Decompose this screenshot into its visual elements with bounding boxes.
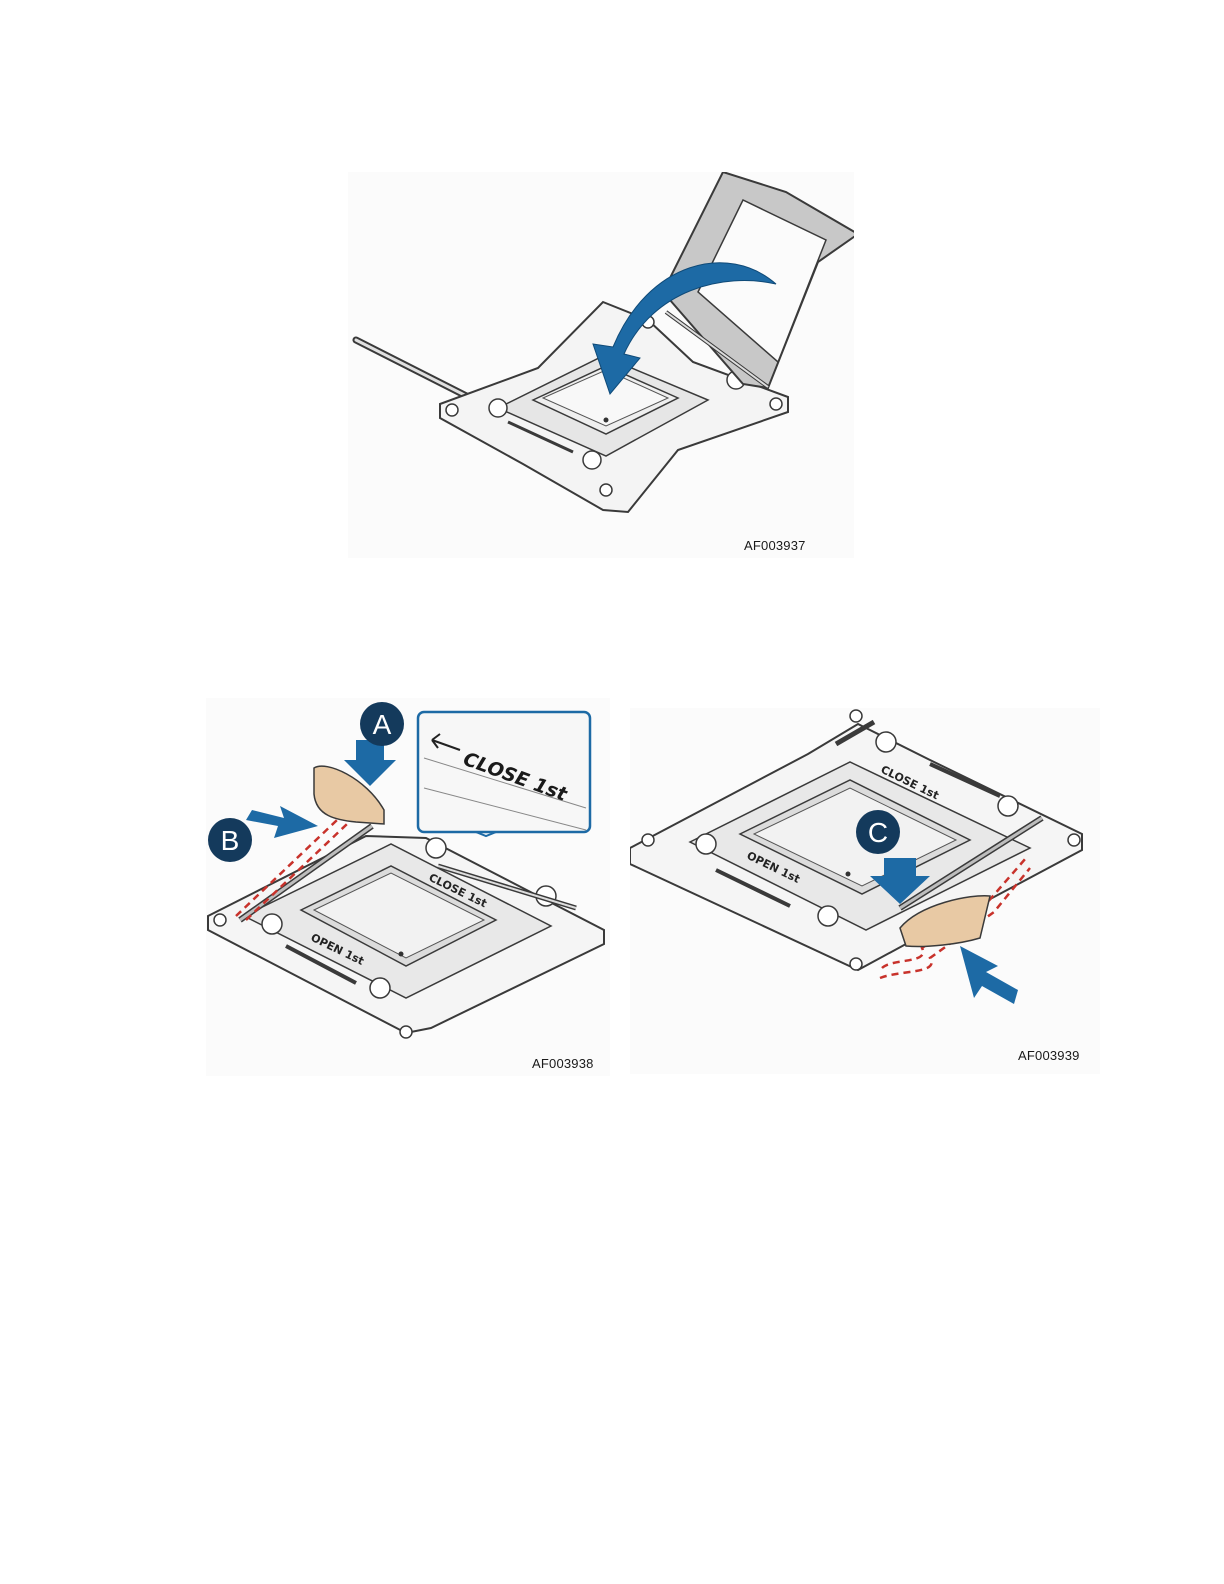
socket-illustration-1 bbox=[348, 172, 854, 558]
callout-b-label: B bbox=[221, 825, 240, 856]
socket-illustration-2: CLOSE 1st OPEN 1st CLOSE 1st A bbox=[206, 698, 610, 1076]
figure-id-label: AF003938 bbox=[532, 1056, 594, 1071]
socket-base-frame bbox=[208, 826, 604, 1038]
callout-a-label: A bbox=[373, 709, 392, 740]
figure-open-lever-step: CLOSE 1st OPEN 1st C AF003939 bbox=[630, 708, 1100, 1074]
zoom-inset: CLOSE 1st bbox=[418, 712, 590, 836]
figure-load-plate-closing: AF003937 bbox=[348, 172, 854, 558]
figure-close-lever-step: CLOSE 1st OPEN 1st CLOSE 1st A bbox=[206, 698, 610, 1076]
callout-a: A bbox=[360, 702, 404, 746]
figure-id-label: AF003937 bbox=[744, 538, 806, 553]
callout-b: B bbox=[208, 818, 252, 862]
socket-base-frame bbox=[630, 710, 1082, 970]
socket-illustration-3: CLOSE 1st OPEN 1st C bbox=[630, 708, 1100, 1074]
callout-c: C bbox=[856, 810, 900, 854]
callout-c-label: C bbox=[868, 817, 888, 848]
push-side-arrow-icon bbox=[246, 806, 318, 838]
push-up-arrow-icon bbox=[960, 946, 1018, 1004]
figure-id-label: AF003939 bbox=[1018, 1048, 1080, 1063]
